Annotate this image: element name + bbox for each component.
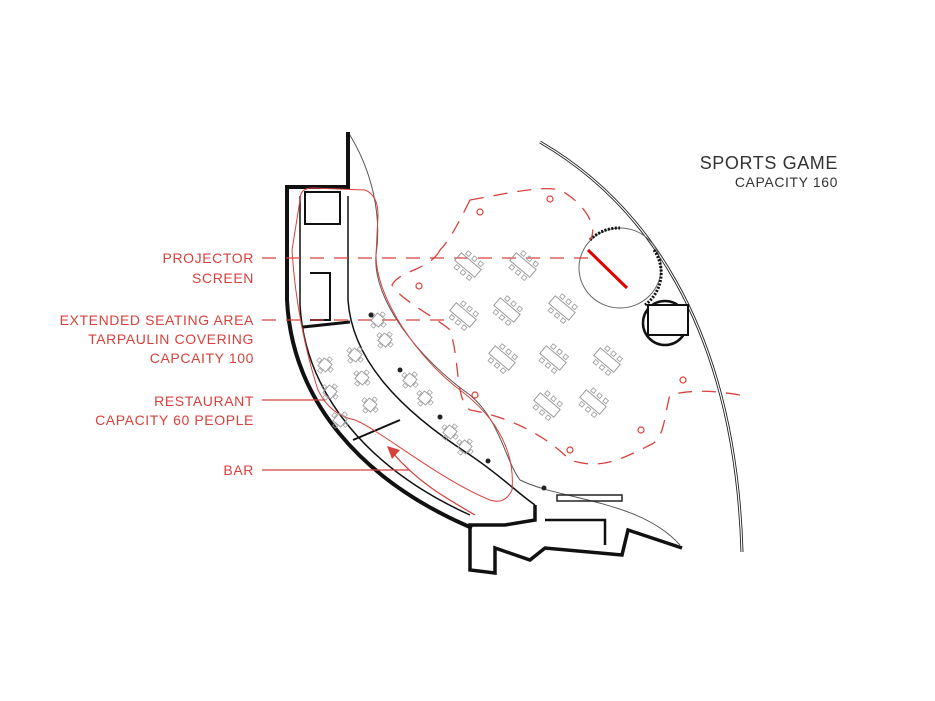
restaurant-table [353,369,371,387]
table-with-chairs [592,345,624,377]
restaurant-table [316,356,334,374]
table-with-chairs [547,293,579,325]
label-projector-1: PROJECTOR [163,250,255,266]
label-projector-2: SCREEN [192,270,254,286]
leader-lines [262,257,590,471]
restaurant-table [321,383,339,401]
title-line-2: CAPACITY 160 [735,174,838,190]
restaurant-table [441,423,459,441]
table-with-chairs [453,250,485,282]
restaurant-table [331,411,349,429]
table-with-chairs [538,343,570,375]
table-with-chairs [508,250,540,282]
projector-screen [586,248,629,290]
label-extended-3: CAPCAITY 100 [150,350,254,366]
restaurant-table [456,438,474,456]
table-with-chairs [448,300,480,332]
table-with-chairs [487,343,519,375]
projector-area [578,226,689,347]
site-edge [539,140,744,553]
label-restaurant-2: CAPACITY 60 PEOPLE [95,412,254,428]
column-markers [415,195,687,454]
table-with-chairs [532,390,564,422]
building-walls [285,132,683,575]
label-extended-1: EXTENDED SEATING AREA [60,312,254,328]
restaurant-table [376,331,394,349]
restaurant-table [401,371,419,389]
event-tables [448,250,624,422]
bench [556,494,623,502]
restaurant-tables [316,311,474,456]
table-with-chairs [492,295,524,327]
table-with-chairs [578,387,610,419]
extended-seating-outline [391,187,741,465]
restaurant-table [416,389,434,407]
label-restaurant-1: RESTAURANT [154,393,254,409]
restaurant-table [369,311,387,329]
terrace-boundary [347,131,681,546]
title-line-1: SPORTS GAME [700,153,838,173]
label-extended-2: TARPAULIN COVERING [88,331,254,347]
restaurant-table [361,396,379,414]
label-bar: BAR [223,462,254,478]
columns [368,312,547,491]
bar-arrow [391,451,476,516]
restaurant-outline [291,187,513,502]
restaurant-table [346,346,364,364]
